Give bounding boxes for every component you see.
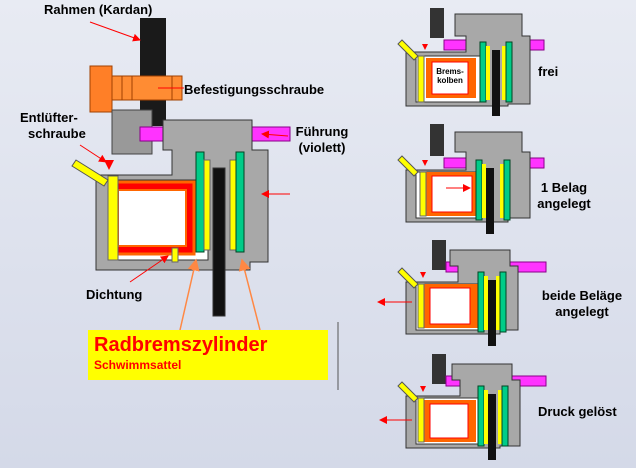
label-bremskolben-line2: kolben [437,76,463,85]
label-fuhrung-line2: (violett) [298,140,346,155]
pad-backing-inner [195,151,205,253]
pad-lining-inner [203,159,211,251]
label-bremskolben-line1: Brems- [436,67,464,76]
label-entlufter-line1: Entlüfter- [20,110,78,125]
state-label-both-pads-line2: angelegt [555,304,609,319]
state-label-frei: frei [538,64,559,79]
bleeder-screw [71,159,109,187]
state-label-released: Druck gelöst [538,404,617,419]
seal [171,247,179,263]
state-one-pad-diagram [397,124,545,234]
brake-disc [212,167,226,317]
title-box: Radbremszylinder Schwimmsattel [88,330,328,380]
label-fuhrung-line1: Führung [295,124,349,139]
state-label-one-pad-line1: 1 Belag [540,180,588,195]
label-entlufter-line2: schraube [28,126,86,141]
title-sub: Schwimmsattel [94,358,182,372]
main-caliper-diagram [71,18,291,331]
state-label-one-pad-line2: angelegt [537,196,591,211]
frame-bar [140,18,166,126]
bolt-head [89,65,113,113]
state-label-both-pads-line1: beide Beläge [541,288,623,303]
state-frei-diagram [397,8,545,116]
label-befestigungsschraube: Befestigungsschraube [184,82,325,97]
state-released-diagram [379,354,547,460]
title-main: Radbremszylinder [94,334,268,356]
label-rahmen: Rahmen (Kardan) [44,2,153,17]
pad-lining-outer [229,159,237,251]
state-both-pads-diagram [377,240,547,346]
pad-yellow-left [107,175,119,261]
pad-backing-outer [235,151,245,253]
label-dichtung: Dichtung [86,287,143,302]
